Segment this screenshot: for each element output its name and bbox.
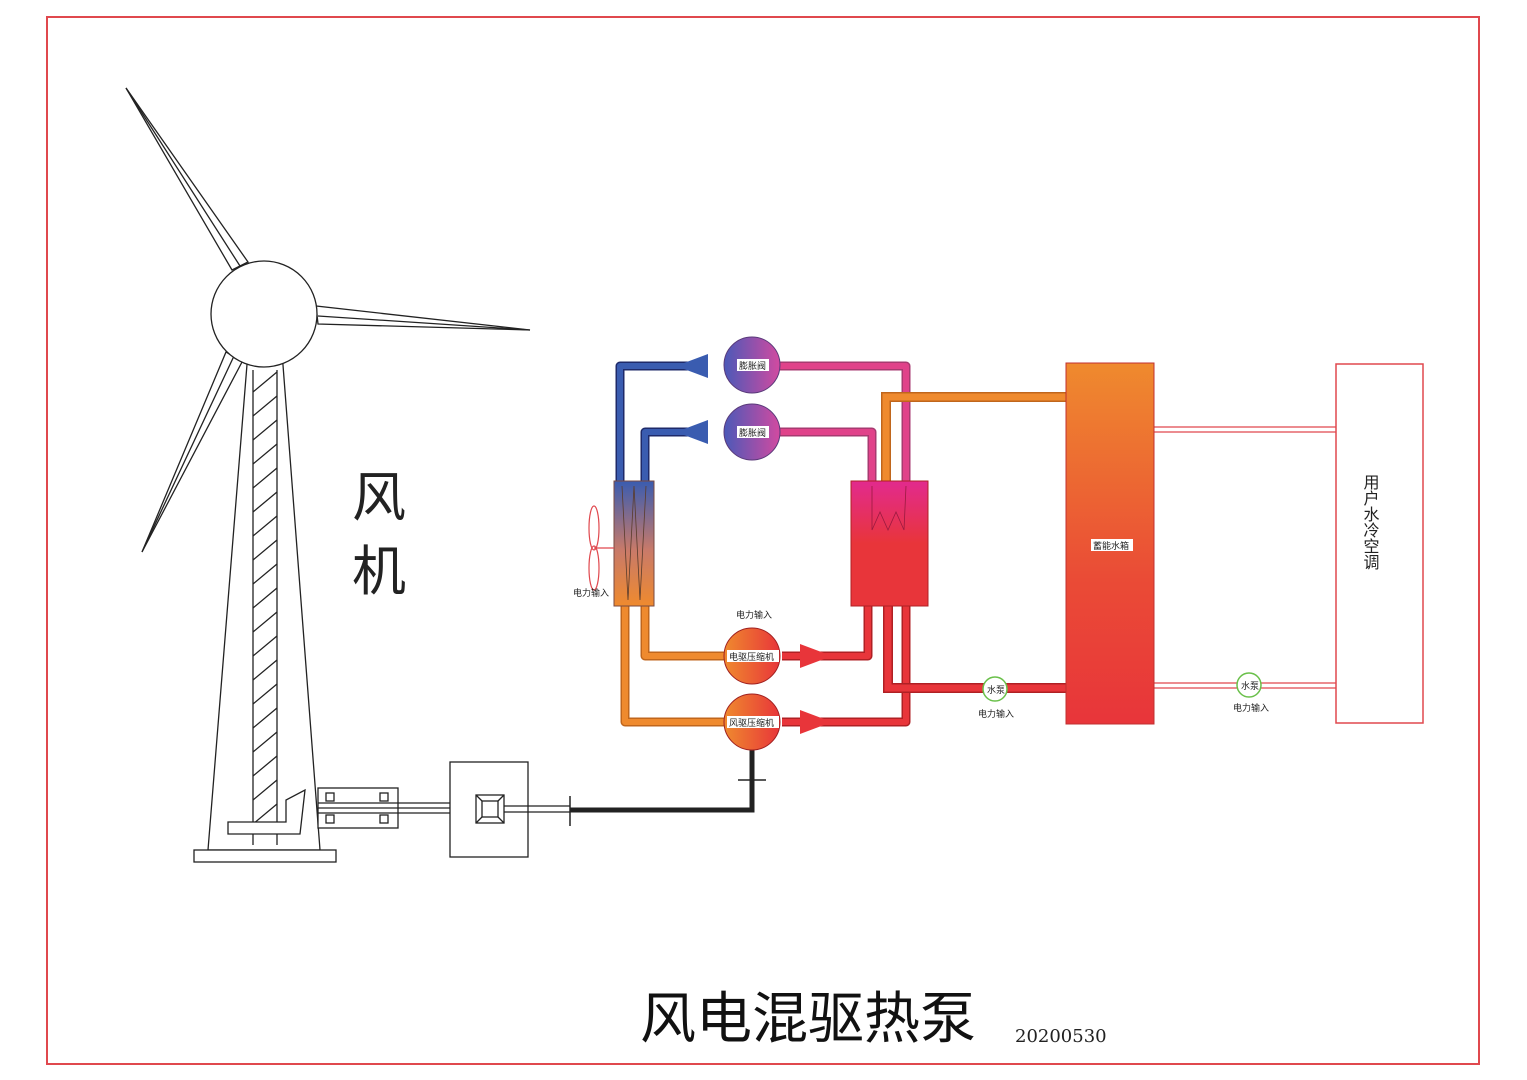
turbine-label-1: 风 <box>352 466 406 529</box>
expansion-valve-2: 膨胀阀 <box>723 403 781 461</box>
svg-text:风驱压缩机: 风驱压缩机 <box>729 717 774 729</box>
water-pump-2-power-label: 电力输入 <box>1233 702 1269 714</box>
turbine-hub <box>210 260 318 368</box>
turbine-label-2: 机 <box>352 540 406 603</box>
turbine-tower <box>207 351 321 851</box>
evaporator-fan-icon <box>588 505 614 591</box>
condenser <box>850 480 929 607</box>
evaporator-fan-power-label: 电力输入 <box>573 587 609 599</box>
wind-turbine <box>125 87 570 863</box>
svg-text:电驱压缩机: 电驱压缩机 <box>729 651 774 663</box>
water-pump-1-power-label: 电力输入 <box>978 708 1014 720</box>
evaporator <box>613 480 655 607</box>
turbine-blade-up <box>125 87 249 271</box>
turbine-gearbox <box>227 788 306 835</box>
svg-text:蓄能水箱: 蓄能水箱 <box>1093 540 1129 552</box>
water-pipes <box>881 392 1336 693</box>
tower-hatch <box>252 370 278 845</box>
user-ac-unit: 用户水冷空调 <box>1335 363 1424 724</box>
diagram-title: 风电混驱热泵 <box>640 987 976 1052</box>
svg-text:膨胀阀: 膨胀阀 <box>739 427 766 439</box>
turbine-blade-down <box>141 351 243 553</box>
electric-compressor-power-label: 电力输入 <box>736 609 772 621</box>
svg-text:膨胀阀: 膨胀阀 <box>739 360 766 372</box>
svg-text:水泵: 水泵 <box>1241 680 1259 692</box>
wind-compressor: 风驱压缩机 <box>723 693 781 751</box>
electric-compressor: 电驱压缩机 <box>723 627 781 685</box>
expansion-valve-1: 膨胀阀 <box>723 336 781 394</box>
page-border <box>46 16 1480 1065</box>
flow-arrows <box>676 354 832 734</box>
water-pump-2: 水泵 <box>1236 672 1262 698</box>
storage-tank: 蓄能水箱 <box>1065 362 1155 725</box>
svg-text:水泵: 水泵 <box>987 684 1005 696</box>
diagram-date: 20200530 <box>1015 1026 1107 1047</box>
turbine-base <box>193 849 337 863</box>
water-pump-1: 水泵 <box>982 676 1008 702</box>
svg-text:用户水冷空调: 用户水冷空调 <box>1361 474 1380 571</box>
mechanical-drive-line <box>569 750 766 826</box>
